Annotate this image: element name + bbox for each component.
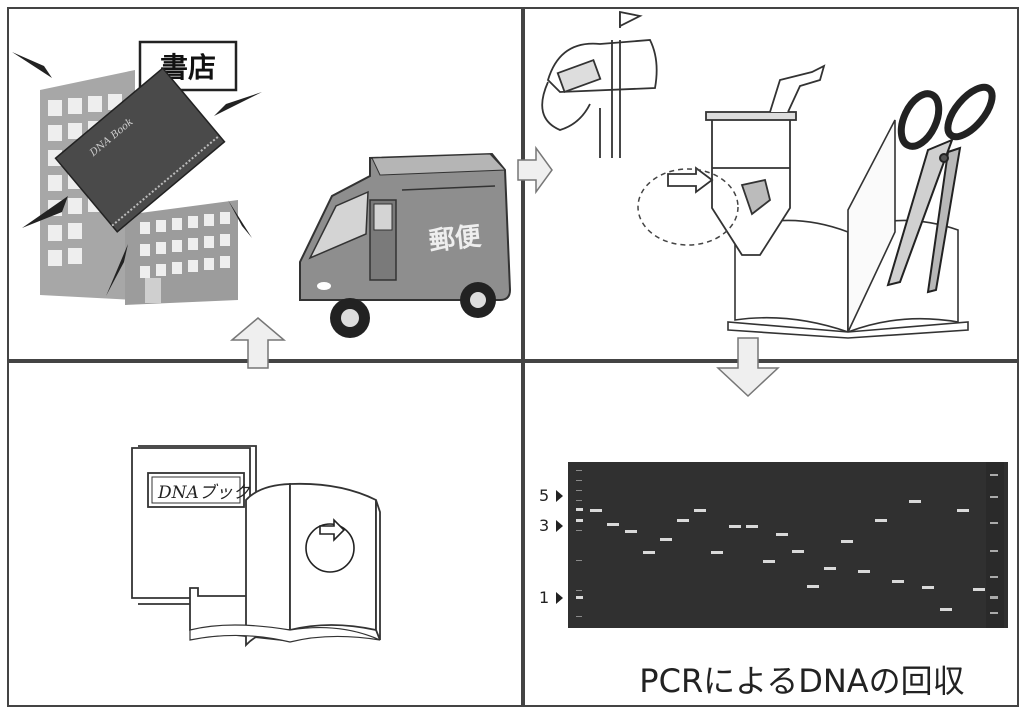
dna-book-closed-icon: DNAブック	[131, 445, 257, 605]
right-arrow-icon	[517, 145, 553, 195]
scissors-icon	[886, 83, 996, 294]
marker-3: 3	[539, 516, 549, 535]
van-text: 郵便	[428, 222, 484, 257]
marker-1: 1	[539, 588, 549, 607]
highlight-ellipse	[637, 168, 739, 246]
book-label-text: DNAブック	[157, 483, 251, 503]
gel-icon	[568, 462, 1008, 628]
gel-bands	[590, 500, 985, 611]
marker-3-arrow-icon	[556, 520, 563, 532]
dna-book-icon: DNA Book	[54, 67, 226, 233]
postal-van-icon: 郵便	[299, 152, 512, 338]
dna-book-open-icon	[189, 482, 381, 648]
motion-spike-icons	[12, 52, 262, 296]
tube-icon	[667, 64, 826, 256]
panel-4-frame	[523, 361, 1019, 707]
panel-4-caption: PCRによるDNAの回収	[639, 662, 964, 700]
marker-5-arrow-icon	[556, 490, 563, 502]
plasmid-icon	[305, 518, 355, 573]
panel-2-frame	[523, 7, 1019, 361]
marker-1-arrow-icon	[556, 592, 563, 604]
down-arrow-icon	[716, 337, 780, 398]
size-markers: 5 3 1	[539, 486, 563, 607]
mailbox-icon	[541, 10, 658, 158]
open-book-icon	[727, 119, 969, 339]
up-arrow-icon	[229, 317, 287, 369]
marker-5: 5	[539, 486, 549, 505]
